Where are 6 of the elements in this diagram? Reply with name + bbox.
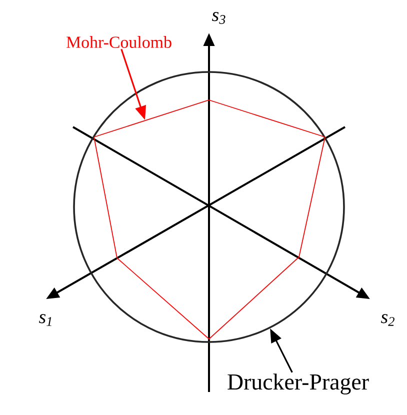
axis-label: s$_{2}$ (381, 314, 394, 326)
axis-label: s$_{1}$ (39, 314, 52, 326)
circle-outline (73, 71, 345, 343)
text-label: Mohr-Coulomb (66, 36, 172, 48)
axis-label: s$_{3}$ (212, 12, 226, 24)
text-label: Drucker-Prager (228, 374, 369, 394)
